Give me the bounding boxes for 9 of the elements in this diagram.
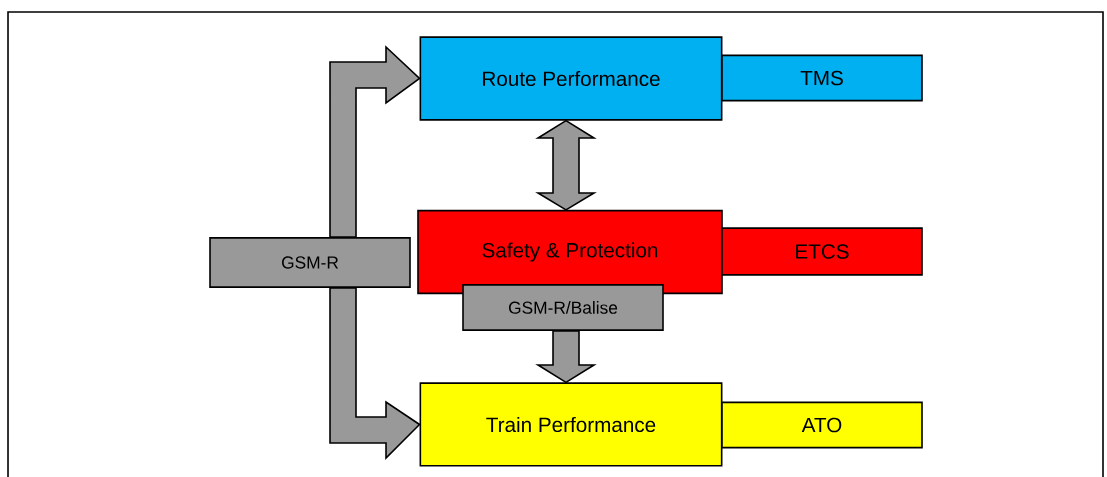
block-arrow <box>329 287 421 460</box>
link-box: GSM-R/Balise <box>462 284 664 331</box>
block-arrow <box>535 330 597 384</box>
block-arrow <box>535 119 597 211</box>
link-box: GSM-R <box>209 237 411 288</box>
system-box: TMS <box>721 54 923 102</box>
system-box: ETCS <box>721 227 923 276</box>
block-arrow <box>329 45 421 238</box>
system-box: ATO <box>721 401 923 449</box>
